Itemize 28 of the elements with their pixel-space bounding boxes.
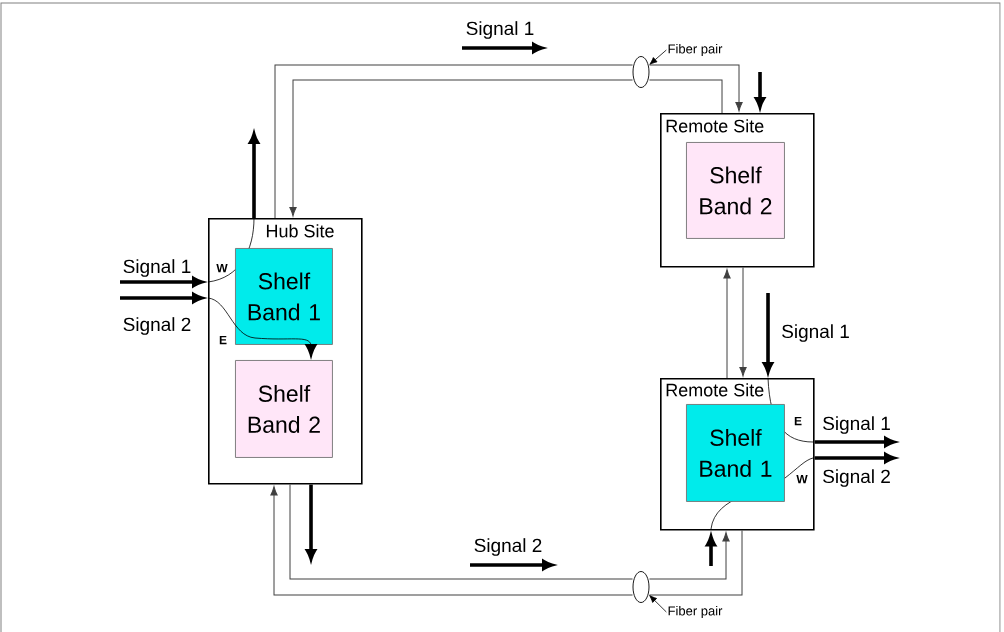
edge-label: Signal 1 xyxy=(782,324,849,342)
fiber-line xyxy=(648,532,730,580)
fiber-bundle-ellipse xyxy=(632,571,650,603)
port-label: W xyxy=(796,474,808,484)
edge-label: Signal 1 xyxy=(823,416,890,434)
shelf-box: Shelf Band 1 xyxy=(235,248,333,345)
fiber-pair-label: Fiber pair xyxy=(668,605,723,619)
fiber-line xyxy=(648,530,743,596)
signal-label: Signal 1 xyxy=(466,21,534,39)
shelf-box: Shelf Band 2 xyxy=(235,360,333,458)
edge-label: Signal 2 xyxy=(123,317,191,335)
edge-label: Signal 2 xyxy=(823,469,890,487)
shelf-box: Shelf Band 2 xyxy=(686,142,785,239)
leader-line xyxy=(649,49,667,65)
fiber-line xyxy=(739,267,747,377)
fiber-line xyxy=(648,64,743,112)
edge-label: Signal 1 xyxy=(123,259,191,277)
fiber-line xyxy=(270,486,634,596)
fiber-pair-label: Fiber pair xyxy=(668,43,723,57)
shelf-box: Shelf Band 1 xyxy=(686,404,785,502)
signal-label: Signal 2 xyxy=(474,538,542,556)
fiber-bundle-ellipse xyxy=(632,56,650,88)
fiber-line xyxy=(289,484,634,580)
signal-path xyxy=(207,297,312,346)
fiber-line xyxy=(723,269,731,379)
port-label: E xyxy=(219,335,227,345)
fiber-line xyxy=(648,79,723,114)
leader-line xyxy=(649,595,667,613)
